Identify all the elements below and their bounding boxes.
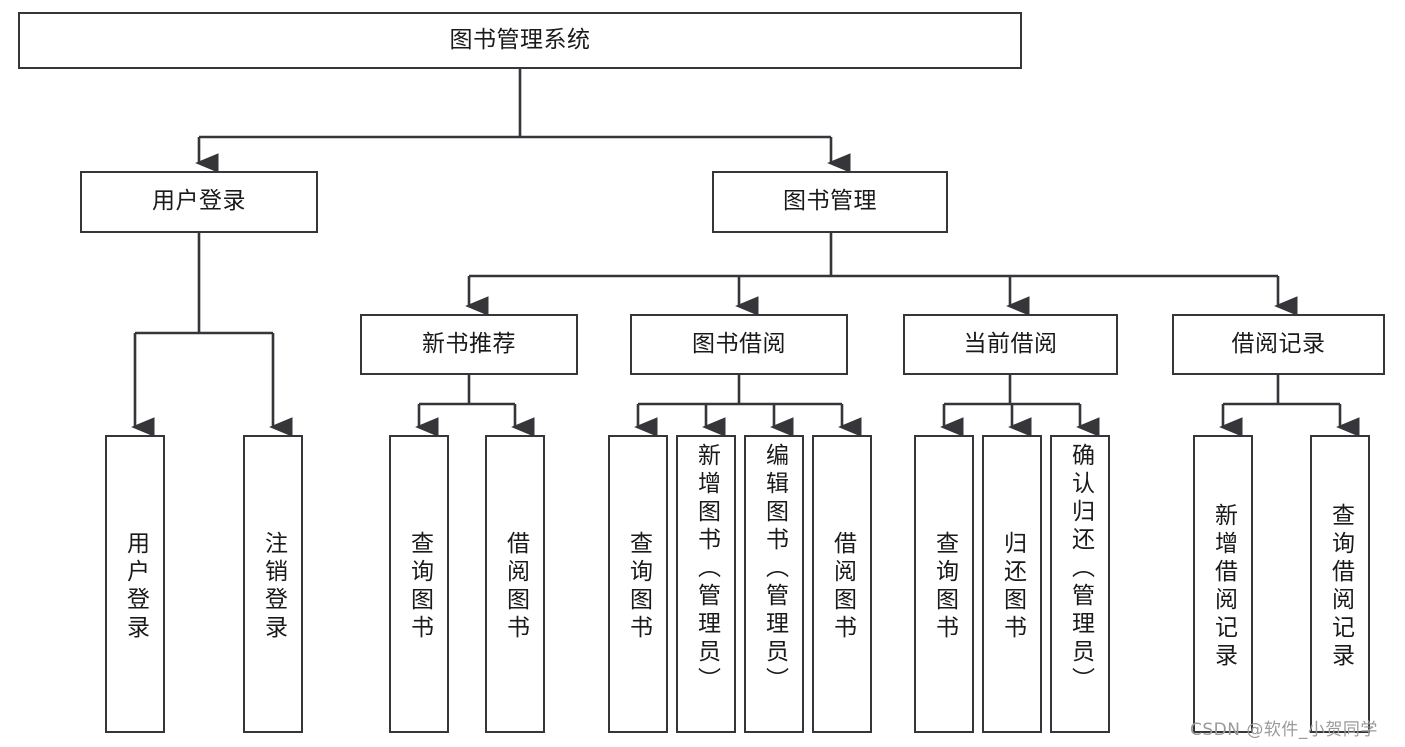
- node-book-management[interactable]: 图书管理: [712, 171, 948, 233]
- node-book-borrow[interactable]: 图书借阅: [630, 314, 848, 375]
- leaf-node-label: 归还图书: [999, 531, 1026, 643]
- leaf-node[interactable]: 确认归还（管理员）: [1050, 435, 1110, 733]
- node-book-management-label: 图书管理: [783, 188, 877, 215]
- leaf-node-label: 注销登录: [260, 531, 287, 643]
- leaf-node[interactable]: 归还图书: [982, 435, 1042, 733]
- leaf-node-label: 编辑图书（管理员）: [761, 443, 788, 695]
- leaf-node-label: 借阅图书: [502, 531, 529, 643]
- node-book-borrow-label: 图书借阅: [692, 330, 786, 357]
- node-user-login[interactable]: 用户登录: [80, 171, 318, 233]
- leaf-node-label: 确认归还（管理员）: [1067, 443, 1094, 695]
- node-root-label: 图书管理系统: [449, 26, 591, 53]
- leaf-node[interactable]: 用户登录: [105, 435, 165, 733]
- leaf-node[interactable]: 借阅图书: [485, 435, 545, 733]
- leaf-node-label: 新增借阅记录: [1210, 503, 1237, 671]
- node-current-borrow-label: 当前借阅: [963, 330, 1058, 357]
- leaf-node[interactable]: 借阅图书: [812, 435, 872, 733]
- leaf-node-label: 用户登录: [122, 531, 149, 643]
- leaf-node-label: 借阅图书: [829, 531, 856, 643]
- leaf-node[interactable]: 注销登录: [243, 435, 303, 733]
- leaf-node[interactable]: 查询图书: [389, 435, 449, 733]
- leaf-node[interactable]: 新增图书（管理员）: [676, 435, 736, 733]
- node-borrow-record-label: 借阅记录: [1231, 330, 1326, 357]
- node-user-login-label: 用户登录: [152, 188, 246, 215]
- leaf-node[interactable]: 编辑图书（管理员）: [744, 435, 804, 733]
- csdn-watermark: CSDN @软件_小贺同学: [1190, 720, 1378, 740]
- leaf-node[interactable]: 新增借阅记录: [1193, 435, 1253, 733]
- leaf-node[interactable]: 查询图书: [914, 435, 974, 733]
- leaf-node-label: 查询图书: [406, 531, 433, 643]
- leaf-node-label: 查询图书: [931, 531, 958, 643]
- node-new-book-recommend-label: 新书推荐: [422, 330, 516, 357]
- leaf-node[interactable]: 查询图书: [608, 435, 668, 733]
- node-new-book-recommend[interactable]: 新书推荐: [360, 314, 578, 375]
- leaf-node-label: 查询图书: [625, 531, 652, 643]
- leaf-node-label: 查询借阅记录: [1327, 503, 1354, 671]
- node-borrow-record[interactable]: 借阅记录: [1172, 314, 1385, 375]
- leaf-node-label: 新增图书（管理员）: [693, 443, 720, 695]
- node-root-system[interactable]: 图书管理系统: [18, 12, 1022, 69]
- node-current-borrow[interactable]: 当前借阅: [903, 314, 1118, 375]
- leaf-node[interactable]: 查询借阅记录: [1310, 435, 1370, 733]
